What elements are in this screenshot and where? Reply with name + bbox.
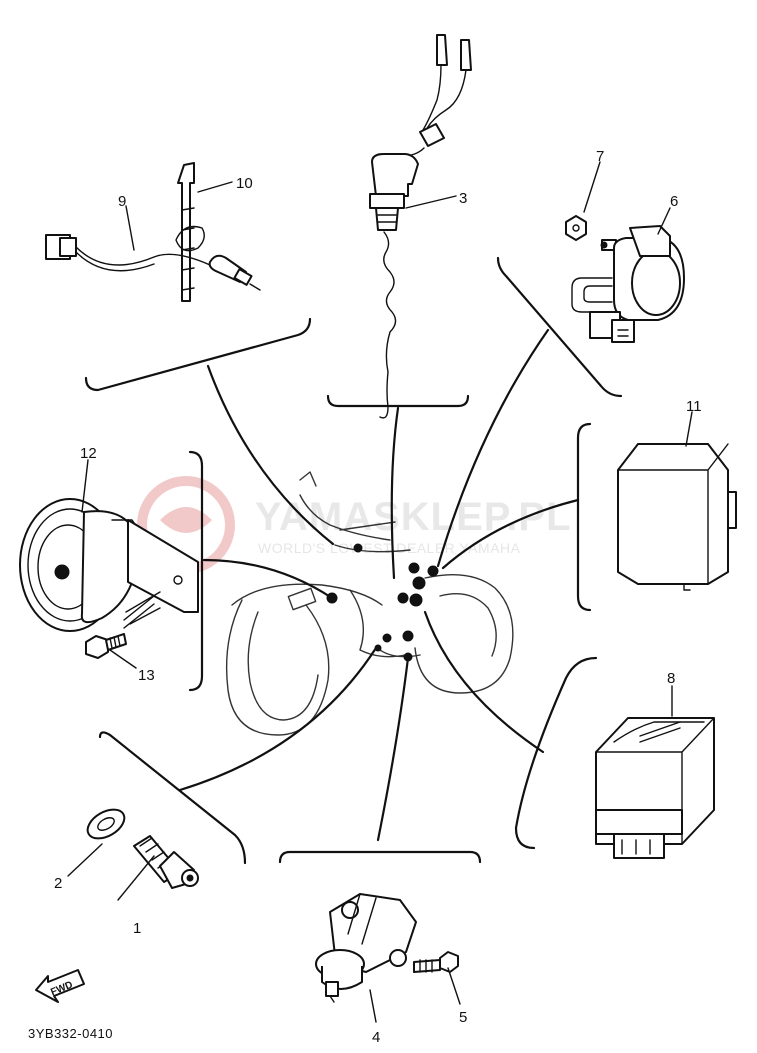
motorcycle-silhouette bbox=[225, 471, 514, 736]
callout-labels: 1 2 3 4 5 6 7 8 9 10 11 12 13 bbox=[54, 148, 702, 1046]
callout-2: 2 bbox=[54, 875, 62, 892]
watermark-title: YAMASKLEP.PL bbox=[255, 495, 572, 539]
part-11-relay-box bbox=[617, 443, 737, 591]
callout-11: 11 bbox=[686, 398, 702, 415]
leader-lines bbox=[178, 328, 580, 842]
watermark-logo-mark-icon bbox=[160, 507, 212, 533]
part-2-washer bbox=[86, 808, 126, 840]
callout-3: 3 bbox=[459, 190, 467, 207]
callout-4: 4 bbox=[372, 1029, 380, 1046]
callout-9: 9 bbox=[118, 193, 126, 210]
callout-10: 10 bbox=[236, 175, 253, 192]
part-1-switch bbox=[133, 835, 199, 889]
part-9-lead-sensor bbox=[45, 234, 261, 291]
part-12-horn bbox=[19, 498, 199, 632]
leader-13 bbox=[109, 649, 137, 669]
leader-10 bbox=[197, 181, 233, 193]
callout-13: 13 bbox=[138, 667, 155, 684]
callout-7: 7 bbox=[596, 148, 604, 165]
leader-12 bbox=[81, 459, 89, 513]
callout-leaders bbox=[67, 161, 693, 1023]
leader-6 bbox=[657, 207, 671, 235]
callout-12: 12 bbox=[80, 445, 97, 462]
part-7-nut bbox=[565, 215, 587, 241]
connection-points bbox=[326, 543, 439, 662]
group-brackets bbox=[84, 256, 623, 865]
callout-8: 8 bbox=[667, 670, 675, 687]
part-8-relay bbox=[595, 717, 715, 859]
leader-2 bbox=[67, 843, 103, 877]
leader-3 bbox=[405, 195, 457, 209]
callout-1: 1 bbox=[133, 920, 141, 937]
part-13-bolt bbox=[85, 595, 155, 659]
leader-1 bbox=[117, 855, 155, 901]
leader-5 bbox=[447, 967, 461, 1005]
callout-6: 6 bbox=[670, 193, 678, 210]
leader-7 bbox=[583, 161, 601, 213]
part-3-switch bbox=[369, 34, 472, 419]
fwd-arrow-icon: FWD bbox=[35, 969, 85, 1003]
part-5-screw bbox=[413, 951, 459, 973]
leader-9 bbox=[125, 205, 135, 251]
diagram-code: 3YB332-0410 bbox=[28, 1026, 113, 1041]
part-4-switch-assembly bbox=[315, 893, 417, 1003]
leader-11 bbox=[685, 411, 693, 447]
part-10-cable-band bbox=[175, 162, 205, 302]
part-6-starter-relay bbox=[571, 225, 685, 343]
watermark-subtitle: WORLD'S LOWEST DEALER YAMAHA bbox=[258, 540, 521, 556]
leader-4 bbox=[369, 989, 377, 1023]
callout-5: 5 bbox=[459, 1009, 467, 1026]
